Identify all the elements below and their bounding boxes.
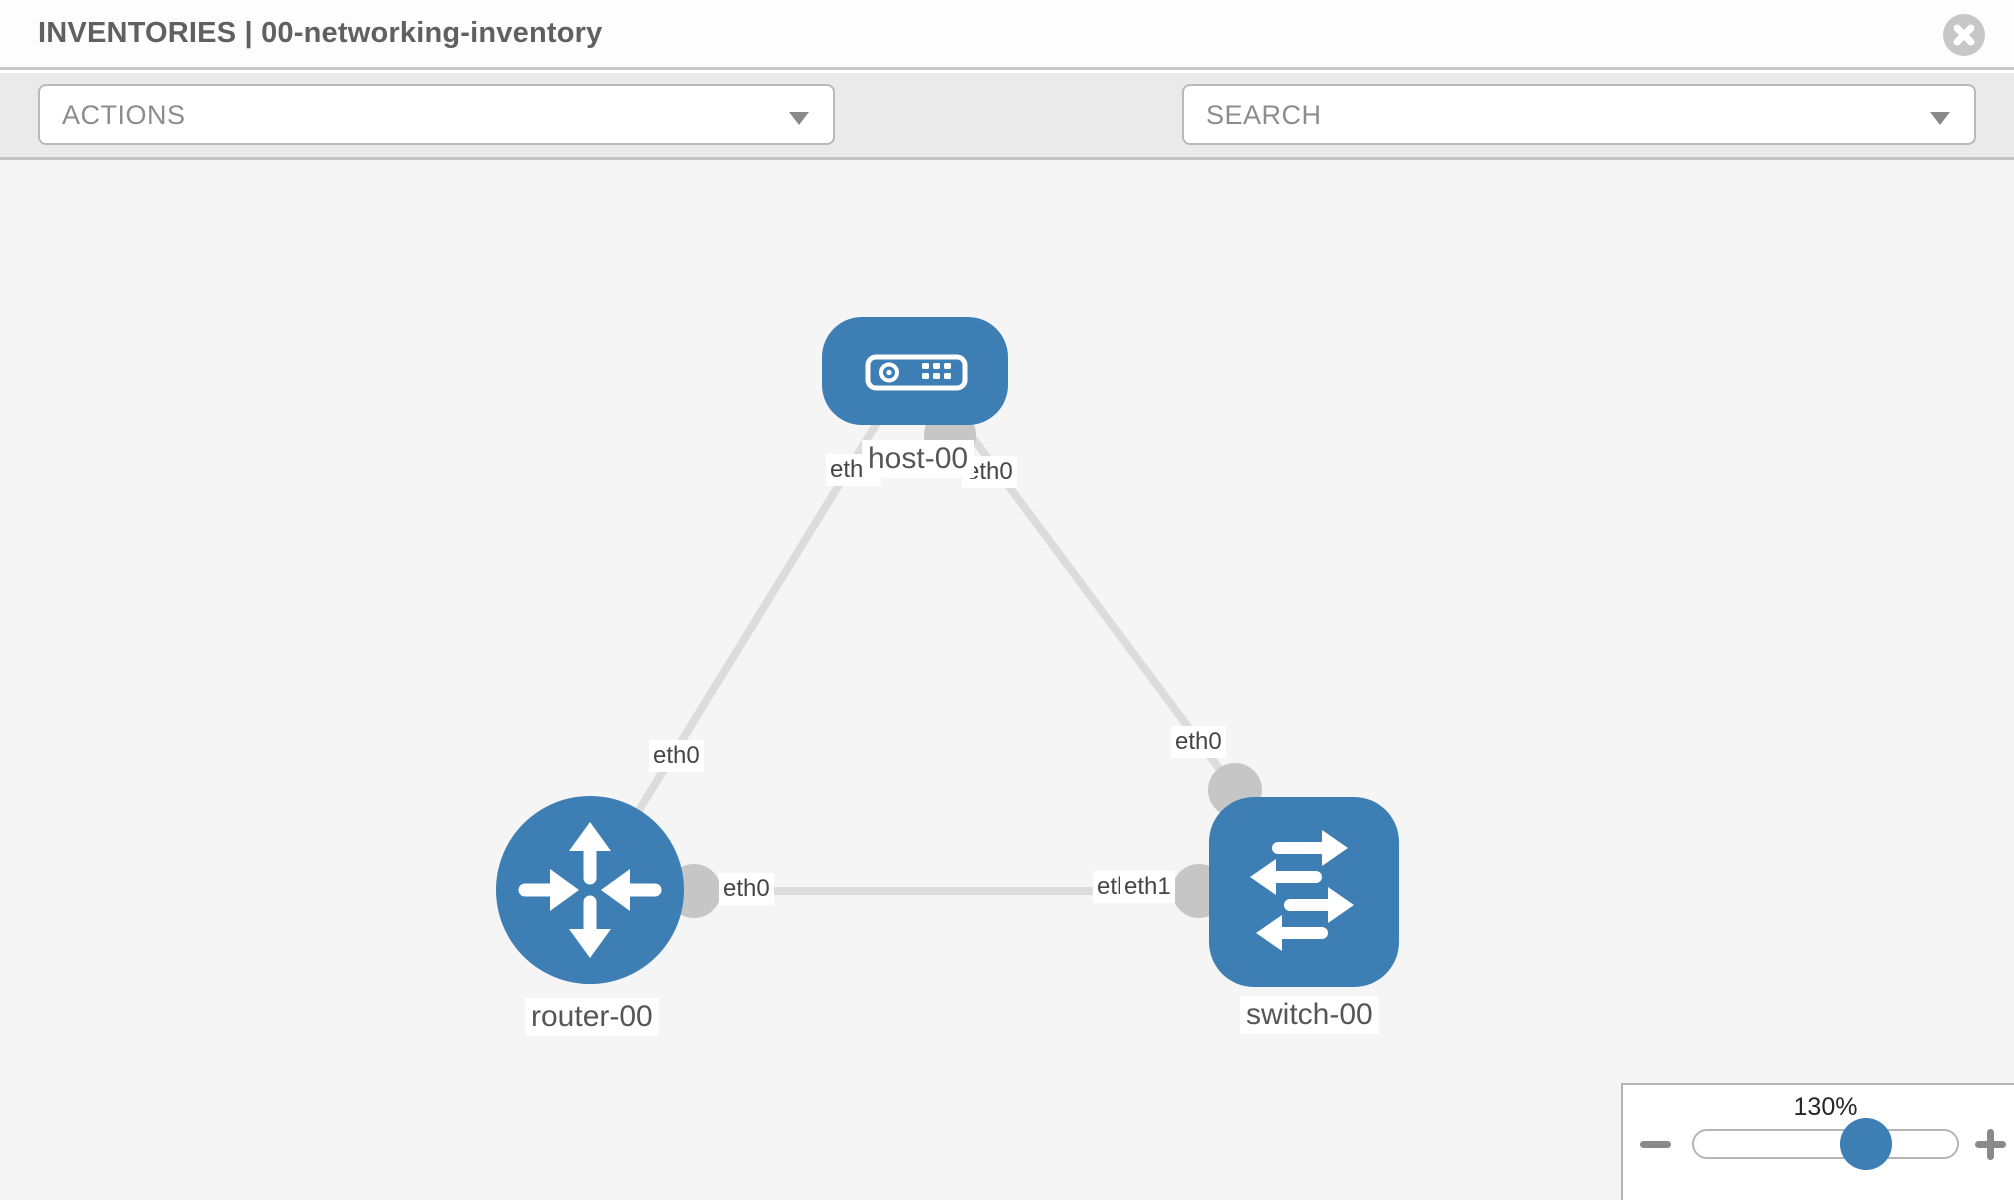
zoom-panel: 130% bbox=[1621, 1083, 2014, 1200]
node-label-switch: switch-00 bbox=[1240, 996, 1379, 1034]
router-icon-arrowheads bbox=[550, 822, 630, 958]
toolbar: ACTIONS SEARCH bbox=[0, 73, 2014, 205]
zoom-out-icon[interactable] bbox=[1640, 1141, 1671, 1148]
interface-label: eth0 bbox=[1171, 726, 1226, 758]
page-title: INVENTORIES | 00-networking-inventory bbox=[38, 17, 603, 49]
chevron-down-icon bbox=[1930, 112, 1950, 125]
host-icon bbox=[865, 354, 968, 391]
switch-icon bbox=[1250, 830, 1354, 951]
close-icon bbox=[1953, 24, 1975, 46]
interface-label: eth0 bbox=[649, 740, 704, 772]
search-dropdown-label: SEARCH bbox=[1206, 100, 1322, 130]
actions-dropdown[interactable]: ACTIONS bbox=[38, 84, 835, 145]
chevron-down-icon bbox=[789, 112, 809, 125]
router-icon bbox=[518, 843, 662, 937]
zoom-level: 130% bbox=[1793, 1093, 1858, 1121]
node-label-host: host-00 bbox=[862, 440, 975, 478]
actions-dropdown-label: ACTIONS bbox=[62, 100, 186, 130]
close-button[interactable] bbox=[1943, 14, 1985, 56]
interface-label: eth0 bbox=[719, 873, 774, 905]
zoom-slider-track[interactable] bbox=[1692, 1129, 1959, 1159]
topology-canvas[interactable]: eth0 eth0 eth0 eth0 eth0 eth0 eth1 host-… bbox=[0, 160, 2014, 1200]
node-router-00[interactable] bbox=[496, 796, 684, 984]
header-bar: INVENTORIES | 00-networking-inventory bbox=[0, 0, 2014, 70]
node-label-router: router-00 bbox=[525, 998, 659, 1036]
zoom-slider-handle[interactable] bbox=[1840, 1118, 1892, 1170]
search-dropdown[interactable]: SEARCH bbox=[1182, 84, 1976, 145]
interface-label: eth1 bbox=[1120, 871, 1175, 903]
node-host-00[interactable] bbox=[822, 317, 1008, 425]
node-switch-00[interactable] bbox=[1209, 797, 1399, 987]
zoom-in-icon[interactable] bbox=[1987, 1129, 1994, 1160]
